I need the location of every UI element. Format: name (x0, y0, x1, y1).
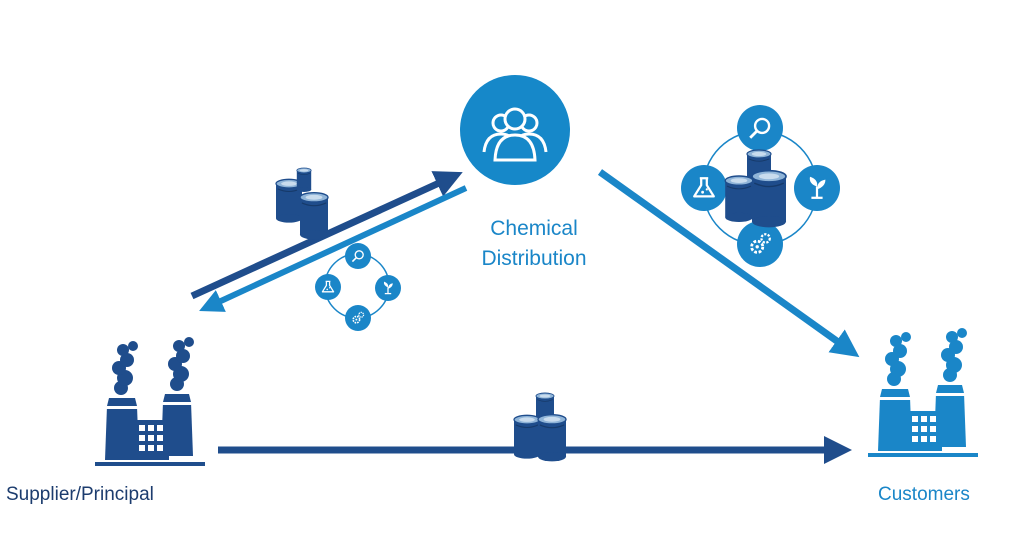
services-ring-small (315, 243, 401, 331)
gears-icon (345, 305, 371, 331)
plant-icon (794, 165, 840, 211)
services-ring-large (681, 105, 840, 267)
flask-icon (681, 165, 727, 211)
magnifier-icon (345, 243, 371, 269)
hub-label: Chemical Distribution (434, 214, 634, 274)
hub-to-customers-arrow (597, 169, 860, 358)
barrel-icon (724, 149, 787, 229)
people-icon (482, 107, 548, 162)
hub-label-line2: Distribution (481, 247, 587, 270)
chemical-distribution-hub (460, 75, 570, 185)
customers-label: Customers (878, 484, 970, 505)
plant-icon (375, 275, 401, 301)
magnifier-icon (737, 105, 783, 151)
barrel-icon (513, 392, 567, 463)
barrel-icon (275, 167, 329, 241)
factory-icon (868, 328, 978, 457)
factory-icon (95, 337, 205, 466)
hub-to-supplier-arrow (199, 185, 468, 312)
hub-label-line1: Chemical (490, 217, 578, 240)
flask-icon (315, 274, 341, 300)
gears-icon (737, 221, 783, 267)
supplier-label: Supplier/Principal (6, 484, 154, 505)
